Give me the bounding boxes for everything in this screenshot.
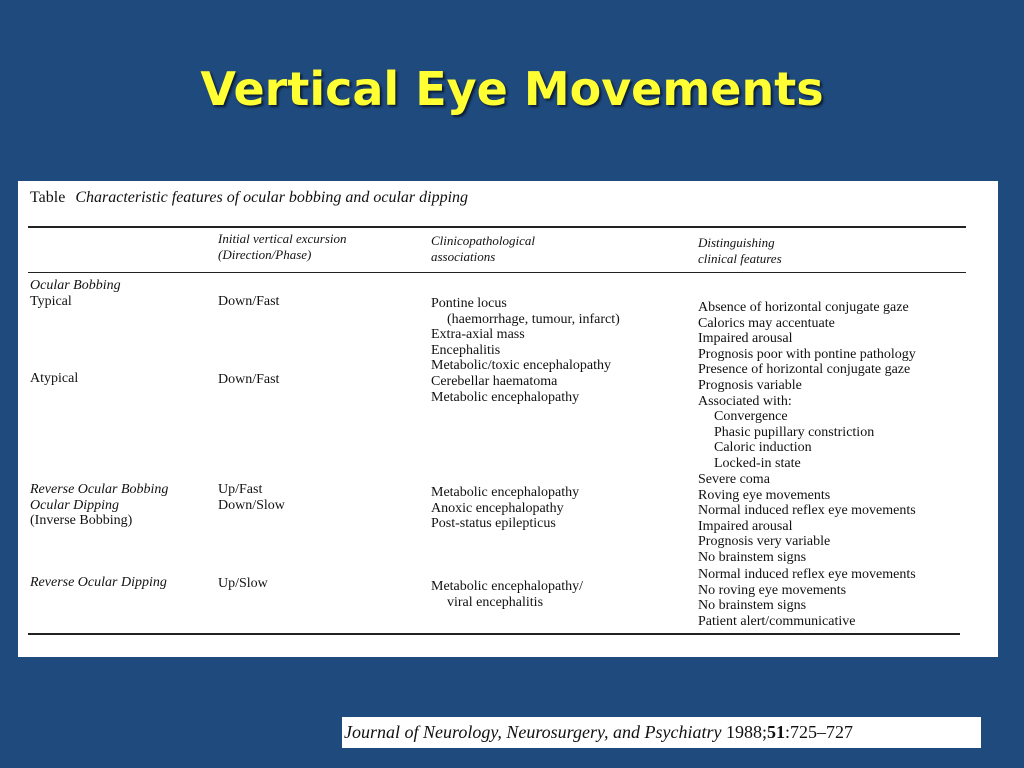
features-bobbing: Absence of horizontal conjugate gaze Cal… bbox=[698, 300, 916, 471]
table-caption-text: Characteristic features of ocular bobbin… bbox=[75, 189, 469, 206]
associations-reverse-dipping: Metabolic encephalopathy/ viral encephal… bbox=[431, 579, 583, 610]
direction-reverse-dipping: Up/Slow bbox=[218, 576, 268, 591]
rowname-reverse-ocular-dipping: Reverse Ocular Dipping bbox=[30, 575, 167, 590]
header-direction: Initial vertical excursion (Direction/Ph… bbox=[218, 231, 347, 262]
direction-typical: Down/Fast bbox=[218, 294, 280, 309]
slide-title: Vertical Eye Movements bbox=[200, 62, 824, 116]
bottom-rule bbox=[28, 633, 960, 635]
rowname-ocular-bobbing: Ocular Bobbing Typical bbox=[30, 278, 121, 309]
features-reverse-dipping: Normal induced reflex eye movements No r… bbox=[698, 567, 916, 629]
rowname-atypical: Atypical bbox=[30, 371, 79, 386]
rowname-reverse-bobbing-dipping: Reverse Ocular Bobbing Ocular Dipping (I… bbox=[30, 482, 169, 529]
table-caption-label: Table bbox=[30, 189, 66, 206]
citation-pages: :725–727 bbox=[784, 722, 853, 742]
associations-bobbing: Pontine locus (haemorrhage, tumour, infa… bbox=[431, 296, 620, 405]
citation: Journal of Neurology, Neurosurgery, and … bbox=[342, 717, 981, 748]
top-rule bbox=[28, 226, 966, 228]
citation-year: 1988; bbox=[725, 722, 767, 742]
direction-reverse-bobbing-dipping: Up/Fast Down/Slow bbox=[218, 482, 285, 513]
features-dipping: Severe coma Roving eye movements Normal … bbox=[698, 472, 916, 565]
header-rule bbox=[28, 272, 966, 273]
table-figure: Table Characteristic features of ocular b… bbox=[18, 181, 998, 657]
direction-atypical: Down/Fast bbox=[218, 372, 280, 387]
table-caption: Table Characteristic features of ocular b… bbox=[30, 189, 468, 207]
citation-journal: Journal of Neurology, Neurosurgery, and … bbox=[344, 722, 722, 742]
header-associations: Clinicopathological associations bbox=[431, 233, 535, 264]
header-features: Distinguishing clinical features bbox=[698, 235, 782, 266]
associations-dipping: Metabolic encephalopathy Anoxic encephal… bbox=[431, 485, 580, 532]
citation-volume: 51 bbox=[766, 722, 785, 742]
